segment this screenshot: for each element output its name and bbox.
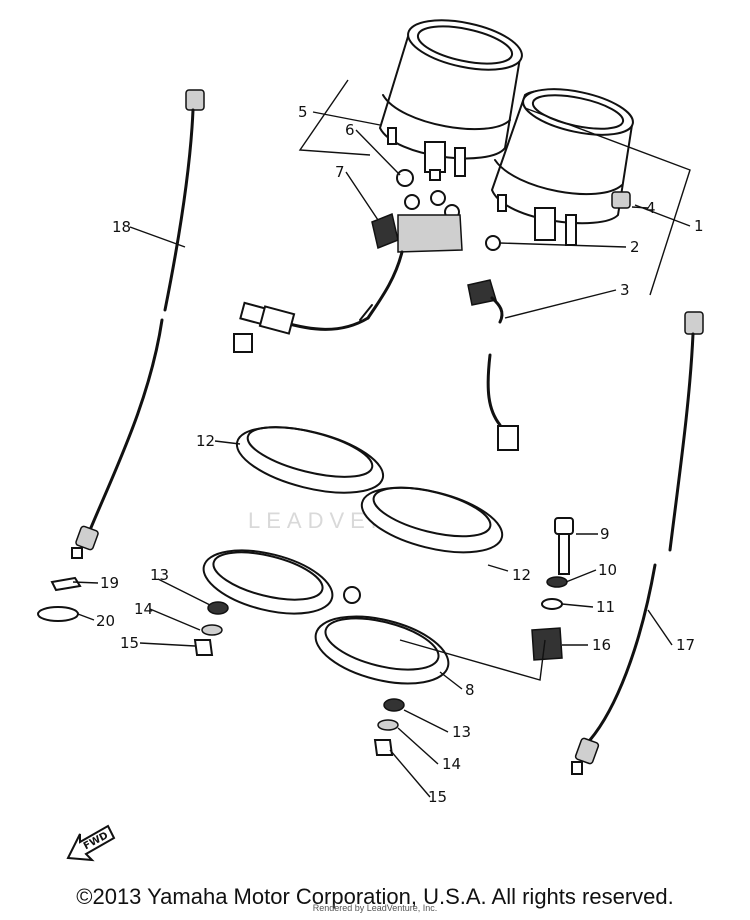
callout-3: 3 — [620, 281, 630, 299]
callout-19: 19 — [100, 574, 119, 592]
harness — [233, 169, 463, 353]
fwd-arrow-icon: FWD — [66, 824, 116, 862]
callout-15-left: 15 — [120, 634, 139, 652]
bolt-set — [531, 517, 574, 661]
callout-11: 11 — [596, 598, 615, 616]
callout-13-left: 13 — [150, 566, 169, 584]
callout-7: 7 — [335, 163, 345, 181]
rendered-by: Rendered by LeadVenture, Inc. — [312, 903, 438, 913]
callout-2: 2 — [630, 238, 640, 256]
callout-9: 9 — [600, 525, 610, 543]
callout-5: 5 — [298, 103, 308, 121]
callout-10: 10 — [598, 561, 617, 579]
callout-20: 20 — [96, 612, 115, 630]
hardware-left — [193, 601, 229, 656]
callout-18: 18 — [112, 218, 131, 236]
callout-14-left: 14 — [134, 600, 153, 618]
callout-16: 16 — [592, 636, 611, 654]
clip-and-oring — [37, 576, 82, 622]
callout-12-upper: 12 — [196, 432, 215, 450]
meter-left — [378, 19, 523, 181]
ring-12-lower — [360, 486, 504, 554]
callout-12-lower: 12 — [512, 566, 531, 584]
callout-17: 17 — [676, 636, 695, 654]
socket-cord — [467, 235, 519, 451]
hardware-lower — [373, 698, 405, 756]
callout-1: 1 — [694, 217, 704, 235]
copyright-notice: ©2013 Yamaha Motor Corporation, U.S.A. A… — [76, 884, 674, 909]
callout-4: 4 — [646, 199, 656, 217]
bracket — [202, 549, 450, 685]
cable-left — [71, 89, 205, 559]
ring-12-upper — [235, 426, 385, 494]
meter-right — [490, 88, 634, 246]
callout-13-lower: 13 — [452, 723, 471, 741]
callout-15-lower: 15 — [428, 788, 447, 806]
callout-14-lower: 14 — [442, 755, 461, 773]
cable-right — [571, 311, 704, 775]
callout-6: 6 — [345, 121, 355, 139]
callout-8: 8 — [465, 681, 475, 699]
